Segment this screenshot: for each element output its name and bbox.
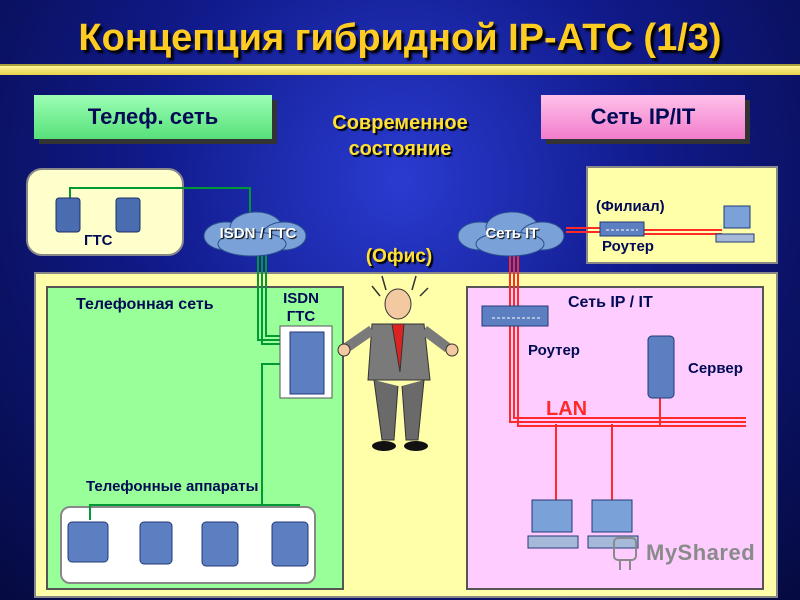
state-label: Современное состояние [300, 110, 500, 162]
gts-link-line [69, 187, 251, 222]
gts-label: ГТС [84, 232, 113, 249]
pbx-label-line2: ГТС [286, 308, 316, 325]
tel-net-header: Телеф. сеть [34, 95, 272, 139]
isdn-cloud-label: ISDN / ГТС [219, 225, 297, 242]
office-label: (Офис) [365, 246, 433, 267]
ip-section-title: Сеть IP / IT [568, 294, 653, 311]
phones-label: Телефонные аппараты [86, 478, 259, 495]
isdn-cloud-icon [203, 211, 307, 257]
pbx-icon [289, 331, 325, 395]
server-label: Сервер [688, 360, 743, 377]
gts-box [26, 168, 184, 256]
filial-pc-icon [715, 205, 755, 243]
server-icon [647, 335, 675, 399]
it-cloud-label: Сеть IT [485, 225, 539, 242]
page-title: Концепция гибридной IP-АТС (1/3) [78, 17, 722, 59]
filial-router-label: Роутер [602, 238, 654, 255]
state-label-line2: состояние [348, 138, 452, 160]
office-router-label: Роутер [528, 342, 580, 359]
phones-bus-line [89, 504, 300, 520]
ip-net-header: Сеть IP/IT [541, 95, 745, 139]
gts-phone-icon [55, 197, 141, 233]
tel-section-title: Телефонная сеть [76, 296, 214, 313]
watermark-logo-icon [613, 537, 637, 570]
filial-label: (Филиал) [596, 198, 665, 215]
lan-label: LAN [546, 398, 588, 420]
confused-man-icon [337, 275, 459, 451]
it-cloud-icon [457, 211, 565, 257]
pbx-label: ISDN ГТС [276, 290, 326, 326]
state-label-line1: Современное [332, 112, 468, 134]
office-phone-icons [67, 521, 309, 567]
watermark-text: MyShared [646, 540, 756, 565]
office-router-icon [481, 305, 549, 327]
filial-box [586, 166, 778, 264]
pbx-label-line1: ISDN [283, 290, 319, 307]
office-pc-icons [527, 499, 639, 549]
filial-router-icon [599, 221, 645, 237]
title-underline [0, 64, 800, 75]
